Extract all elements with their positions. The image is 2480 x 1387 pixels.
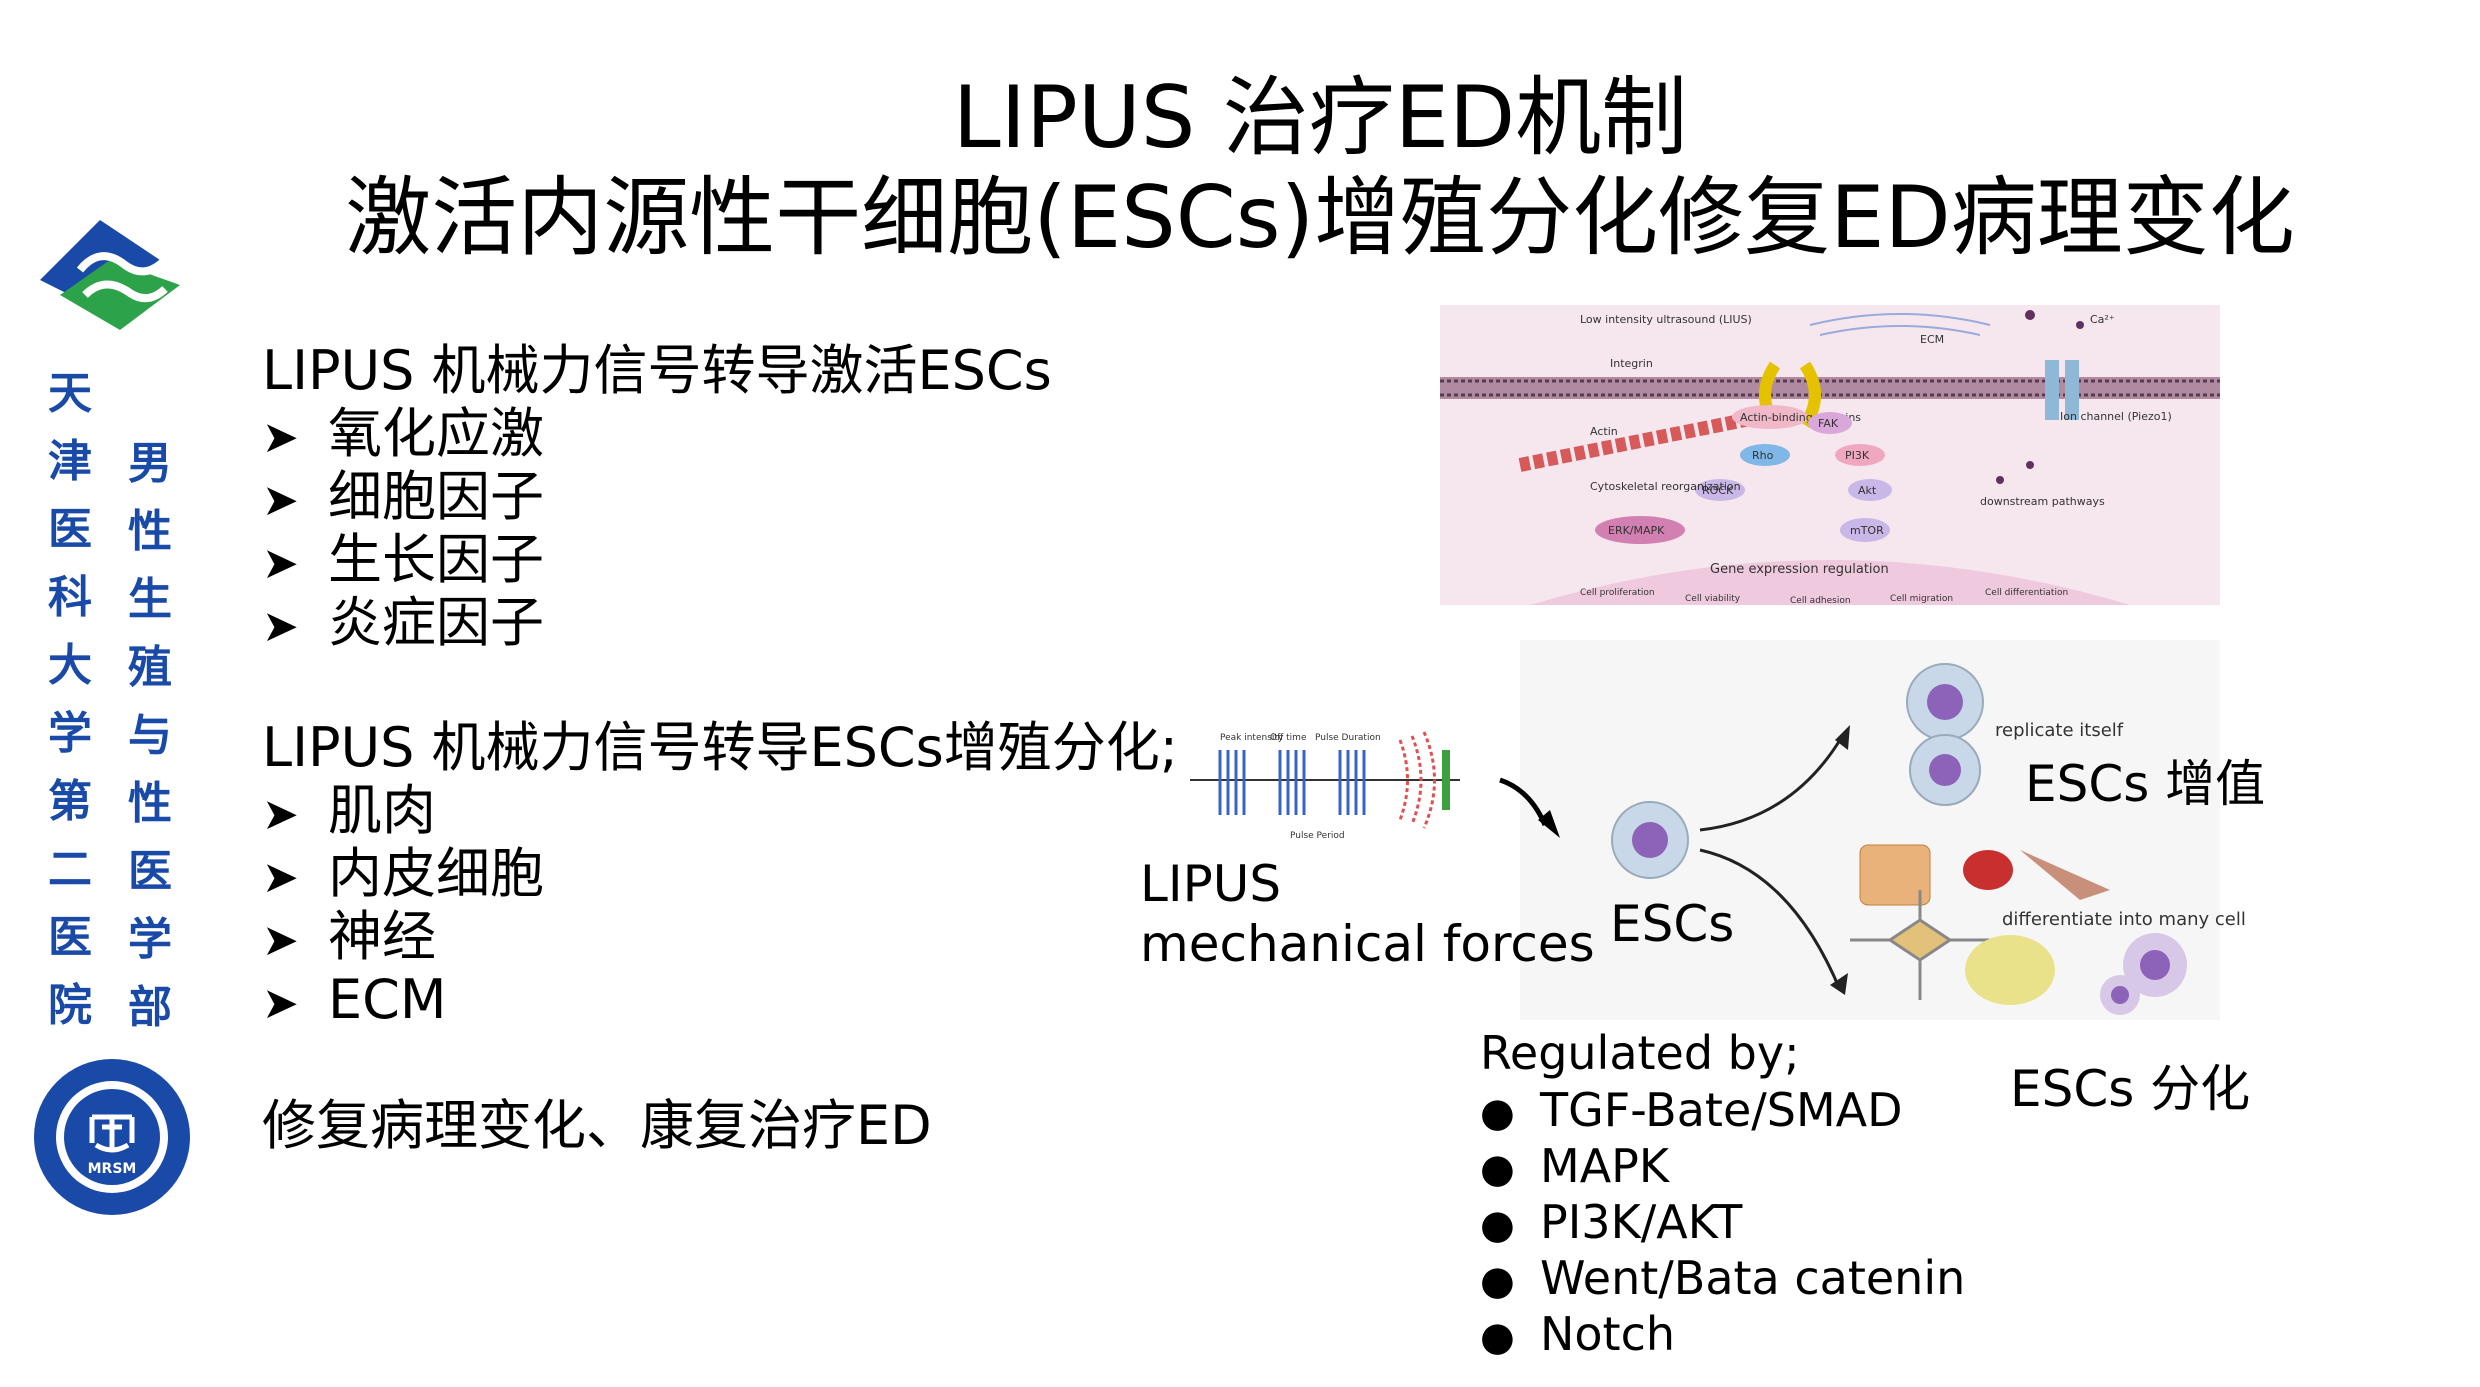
svg-text:PI3K: PI3K <box>1845 449 1870 462</box>
list-item: ➤细胞因子 <box>262 465 544 528</box>
list-item: ➤生长因子 <box>262 528 544 591</box>
page-title-line1: LIPUS 治疗ED机制 <box>952 68 1688 168</box>
list-item: ●TGF-Bate/SMAD <box>1480 1083 1903 1137</box>
mechanotransduction-pathway-figure: Low intensity ultrasound (LIUS) ECM Inte… <box>1440 305 2220 605</box>
svg-text:mTOR: mTOR <box>1850 524 1884 537</box>
svg-text:downstream pathways: downstream pathways <box>1980 495 2105 508</box>
svg-text:Pulse Duration: Pulse Duration <box>1315 733 1381 743</box>
svg-text:Cell viability: Cell viability <box>1685 594 1741 604</box>
svg-text:Ion channel (Piezo1): Ion channel (Piezo1) <box>2060 410 2172 423</box>
list-item: ➤神经 <box>262 905 436 968</box>
svg-text:replicate itself: replicate itself <box>1995 720 2124 741</box>
list-item: ●MAPK <box>1480 1139 1670 1193</box>
svg-text:Cytoskeletal reorganization: Cytoskeletal reorganization <box>1590 480 1741 493</box>
lipus-waveform-icon: Peak intensity Off time Pulse Duration P… <box>1190 731 1460 841</box>
logo-text-col-right: 男性生殖与性医学部 <box>128 438 172 1033</box>
section1-heading: LIPUS 机械力信号转导激活ESCs <box>262 339 1052 402</box>
svg-text:Rho: Rho <box>1752 449 1774 462</box>
regulated-heading: Regulated by; <box>1480 1026 1800 1080</box>
svg-text:ERK/MAPK: ERK/MAPK <box>1608 524 1665 537</box>
mechanical-forces-label: mechanical forces <box>1140 915 1595 973</box>
svg-text:Gene expression regulation: Gene expression regulation <box>1710 562 1889 577</box>
svg-text:Integrin: Integrin <box>1610 357 1653 370</box>
escs-proliferation-label: ESCs 增值 <box>2025 755 2266 813</box>
escs-differentiation-label: ESCs 分化 <box>2010 1060 2251 1118</box>
list-item: ➤氧化应激 <box>262 402 544 465</box>
svg-text:differentiate into many cell t: differentiate into many cell types. <box>2002 909 2250 930</box>
svg-text:Actin: Actin <box>1590 425 1618 438</box>
hospital-logo-icon <box>40 220 180 330</box>
svg-text:Low intensity ultrasound (LIUS: Low intensity ultrasound (LIUS) <box>1580 313 1752 326</box>
stem-cell-diagram: Peak intensity Off time Pulse Duration P… <box>1190 640 2250 1020</box>
list-item: ➤ECM <box>262 968 447 1031</box>
svg-text:Cell proliferation: Cell proliferation <box>1580 588 1655 598</box>
section2-heading: LIPUS 机械力信号转导ESCs增殖分化; <box>262 716 1178 779</box>
svg-text:Peak intensity: Peak intensity <box>1220 733 1284 743</box>
svg-text:Cell migration: Cell migration <box>1890 594 1953 604</box>
conclusion-text: 修复病理变化、康复治疗ED <box>262 1094 932 1157</box>
list-item: ●Went/Bata catenin <box>1480 1251 1966 1305</box>
svg-text:Ca²⁺: Ca²⁺ <box>2090 313 2115 326</box>
svg-text:Off time: Off time <box>1270 733 1307 743</box>
svg-text:MRSM: MRSM <box>88 1161 137 1177</box>
list-item: ●Notch <box>1480 1307 1676 1361</box>
logo-text-col-left: 天津医科大学第二医院 <box>48 368 92 1031</box>
svg-text:Cell differentiation: Cell differentiation <box>1985 588 2068 598</box>
page-title-line2: 激活内源性干细胞(ESCs)增殖分化修复ED病理变化 <box>345 168 2295 268</box>
escs-label: ESCs <box>1610 895 1735 953</box>
svg-text:Akt: Akt <box>1858 484 1877 497</box>
svg-text:FAK: FAK <box>1818 417 1839 430</box>
svg-text:Pulse Period: Pulse Period <box>1290 831 1345 841</box>
list-item: ➤炎症因子 <box>262 591 544 654</box>
lipus-label: LIPUS <box>1140 855 1282 913</box>
department-seal-icon: MRSM <box>34 1059 190 1215</box>
svg-text:ECM: ECM <box>1920 333 1944 346</box>
svg-text:Cell adhesion: Cell adhesion <box>1790 596 1851 605</box>
list-item: ●PI3K/AKT <box>1480 1195 1743 1249</box>
list-item: ➤肌肉 <box>262 779 436 842</box>
svg-text:ROCK: ROCK <box>1702 484 1734 497</box>
list-item: ➤内皮细胞 <box>262 842 544 905</box>
